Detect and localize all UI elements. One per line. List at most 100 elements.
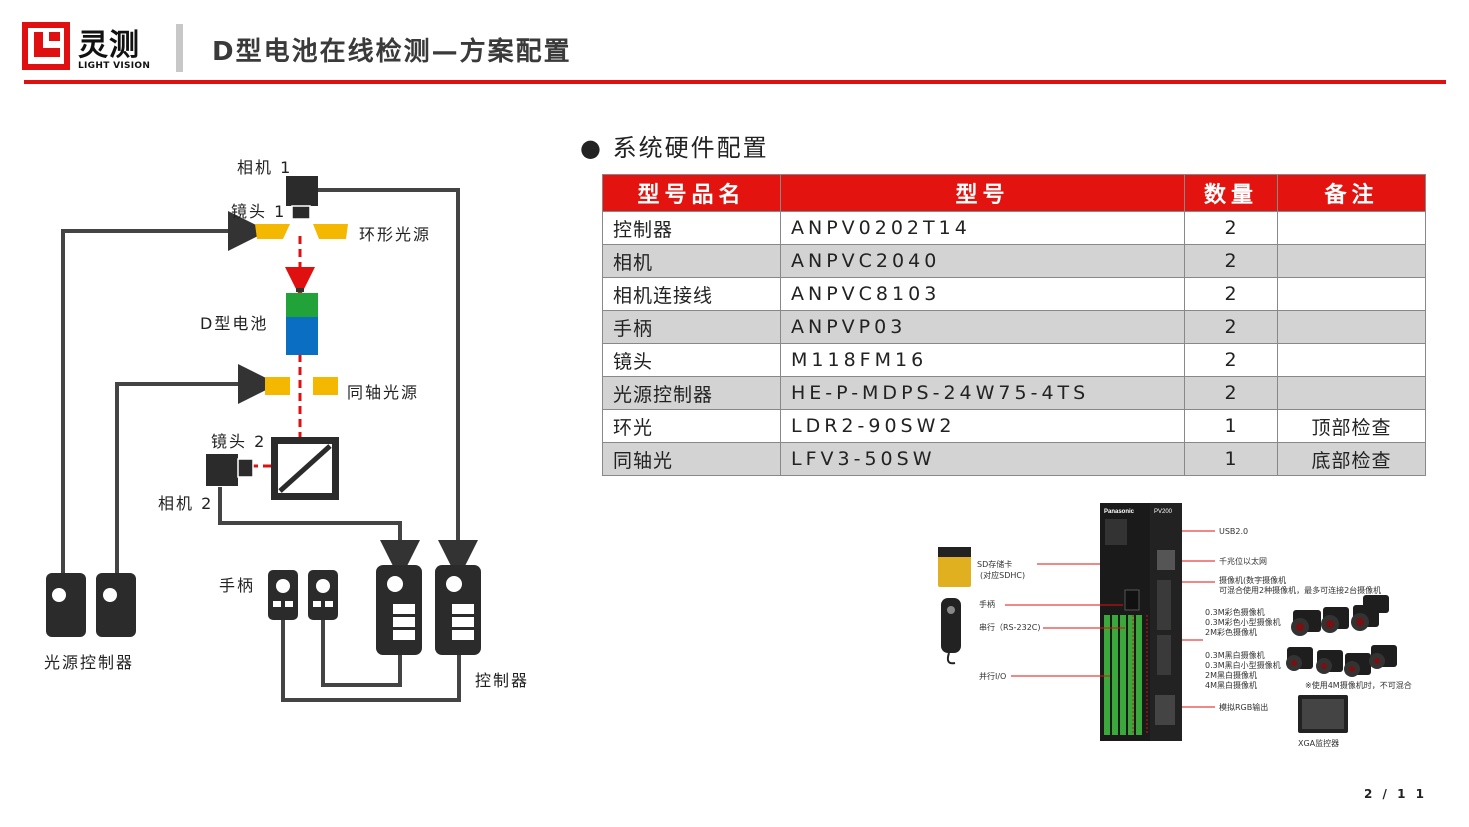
ring-light-right [313,224,348,239]
beam-splitter [271,437,339,500]
handle-1 [268,570,298,620]
cell-qty: 1 [1184,409,1278,443]
mono-note: ※使用4M摄像机时，不可混合 [1305,680,1412,690]
cell-model: ANPVC2040 [780,244,1185,278]
model-label: PV200 [1154,509,1173,515]
table-row: 镜头 M118FM16 2 [602,343,1426,377]
handle-device [941,598,961,665]
cell-note [1277,376,1426,410]
table-row: 控制器 ANPV0202T14 2 [602,211,1426,245]
light-controller-2 [96,573,136,637]
wire-coaxial-light [115,364,278,573]
column-header-qty: 数量 [1184,174,1278,212]
label-light-controller: 光源控制器 [44,653,135,672]
label-lens1: 镜头 1 [231,202,287,221]
column-header-model: 型号 [780,174,1185,212]
table-row: 同轴光 LFV3-50SW 1 底部检查 [602,442,1426,476]
page-number: 2 / 1 1 [1364,787,1427,801]
cell-model: ANPVC8103 [780,277,1185,311]
callout-ethernet: 千兆位以太网 [1219,556,1267,566]
lens2 [237,458,254,478]
camera2-body [206,454,238,486]
table-row: 光源控制器 HE-P-MDPS-24W75-4TS 2 [602,376,1426,410]
table-row: 相机连接线 ANPVC8103 2 [602,277,1426,311]
color-cam-1: 0.3M彩色摄像机 [1205,607,1265,617]
wire-handle1 [281,620,461,702]
header-rule [24,80,1446,84]
logo-text: 灵测 [78,28,140,63]
callout-camera-note-2: 可混合使用2种摄像机，最多可连接2台摄像机 [1219,585,1381,595]
cell-name: 相机连接线 [602,277,781,311]
cell-model: M118FM16 [780,343,1185,377]
section-heading-text: 系统硬件配置 [612,134,769,162]
lens1 [291,205,311,220]
color-cam-3: 2M彩色摄像机 [1205,627,1257,637]
cell-qty: 2 [1184,244,1278,278]
cell-name: 手柄 [602,310,781,344]
label-battery: D型电池 [200,314,269,333]
cell-model: LDR2-90SW2 [780,409,1185,443]
cell-name: 环光 [602,409,781,443]
color-camera-images [1291,595,1389,636]
cell-model: ANPVP03 [780,310,1185,344]
callout-parallel: 并行I/O [979,671,1006,681]
page-title: D型电池在线检测—方案配置 [212,37,572,67]
sd-card [938,547,971,587]
cell-name: 光源控制器 [602,376,781,410]
color-cam-2: 0.3M彩色小型摄像机 [1205,617,1281,627]
cell-name: 相机 [602,244,781,278]
cell-note [1277,244,1426,278]
cell-qty: 2 [1184,277,1278,311]
controller-2 [435,565,481,655]
label-ring-light: 环形光源 [359,225,432,244]
cell-note [1277,277,1426,311]
callout-monitor: XGA监控器 [1298,738,1339,748]
battery-top [286,293,318,317]
handle-2 [308,570,338,620]
callout-serial: 串行（RS-232C) [979,622,1041,632]
section-heading: ● 系统硬件配置 [580,134,769,162]
camera1-body [286,176,318,206]
label-coaxial-light: 同轴光源 [347,383,420,402]
callout-usb: USB2.0 [1219,527,1248,536]
controller-1 [376,565,422,655]
system-diagram [46,176,481,702]
monitor-image [1298,695,1348,733]
wire-camera2 [218,487,420,580]
cell-note: 顶部检查 [1277,409,1426,443]
cell-note: 底部检查 [1277,442,1426,476]
battery-body [286,317,318,355]
cell-qty: 1 [1184,442,1278,476]
label-controller: 控制器 [475,671,530,690]
wiring [61,188,478,702]
product-config-image: Panasonic PV200 SD存储卡 (对应SDHC) 手柄 串行（RS-… [938,503,1412,748]
label-camera2: 相机 2 [158,494,214,513]
mono-cam-1: 0.3M黑白摄像机 [1205,650,1265,660]
coaxial-light-right [313,377,338,395]
callout-handle: 手柄 [979,599,995,609]
mono-cam-4: 4M黑白摄像机 [1205,680,1257,690]
battery-terminal [296,288,304,292]
table-row: 相机 ANPVC2040 2 [602,244,1426,278]
table-row: 环光 LDR2-90SW2 1 顶部检查 [602,409,1426,443]
cell-qty: 2 [1184,310,1278,344]
label-handle: 手柄 [219,576,256,595]
wire-ring-light [61,211,268,573]
cell-model: ANPV0202T14 [780,211,1185,245]
label-camera1: 相机 1 [237,158,293,177]
ring-light-left [255,224,290,239]
mono-camera-images [1286,645,1397,677]
light-controller-1 [46,573,86,637]
cell-note [1277,343,1426,377]
hardware-table: 型号品名 型号 数量 备注 控制器 ANPV0202T14 2 相机 ANPVC… [602,174,1426,476]
pv200-controller: Panasonic PV200 [1100,503,1182,741]
column-header-note: 备注 [1277,174,1426,212]
callout-sd-sub: (对应SDHC) [980,570,1025,580]
mono-cam-2: 0.3M黑白小型摄像机 [1205,660,1281,670]
cell-model: LFV3-50SW [780,442,1185,476]
logo-subtext: LIGHT VISION [78,61,151,71]
cell-note [1277,310,1426,344]
cell-model: HE-P-MDPS-24W75-4TS [780,376,1185,410]
cell-name: 控制器 [602,211,781,245]
callout-sd: SD存储卡 [977,559,1012,569]
